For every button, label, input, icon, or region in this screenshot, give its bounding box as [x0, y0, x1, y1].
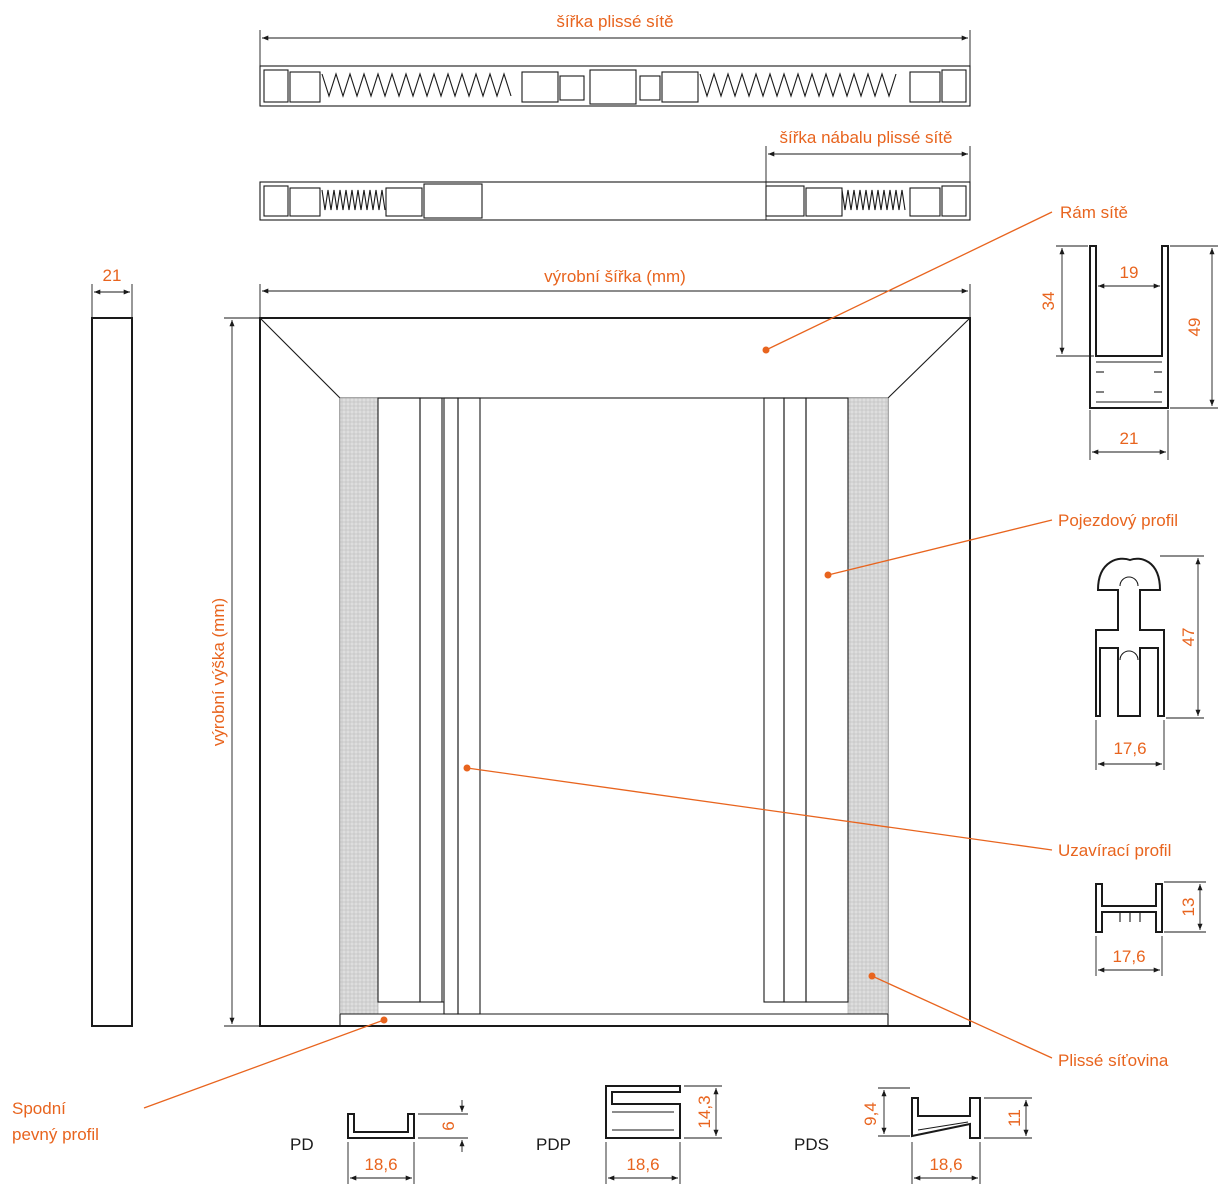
- leader-sitovina: Plissé síťovina: [868, 972, 1169, 1070]
- profile-pds: PDS 18,6 9,4 11: [794, 1087, 1032, 1184]
- side-width-label: 21: [103, 266, 122, 285]
- profile-pd: PD 18,6 6: [290, 1100, 468, 1184]
- ram-inner-dim: 19: [1120, 263, 1139, 282]
- side-view: 21: [91, 266, 133, 1027]
- plisse-stack-dimension: šířka nábalu plissé sítě: [765, 128, 971, 220]
- pds-name: PDS: [794, 1135, 829, 1154]
- ram-height-dim: 49: [1185, 318, 1204, 337]
- profile-pdp: PDP 18,6 14,3: [536, 1085, 722, 1184]
- ram-profile-detail: 19 34 49 21: [1039, 245, 1218, 460]
- ram-width-dim: 21: [1120, 429, 1139, 448]
- plisse-stacked-cross-section: [259, 181, 971, 221]
- uzaviraci-label: Uzavírací profil: [1058, 841, 1171, 860]
- pd-height-dim: 6: [439, 1121, 458, 1130]
- production-height-dimension: výrobní výška (mm): [209, 317, 260, 1027]
- leader-pojezd: Pojezdový profil: [824, 511, 1178, 579]
- pojezdovy-label: Pojezdový profil: [1058, 511, 1178, 530]
- production-height-label: výrobní výška (mm): [209, 598, 228, 746]
- stack-width-label: šířka nábalu plissé sítě: [780, 128, 953, 147]
- ram-depth-dim: 34: [1039, 292, 1058, 311]
- production-width-label: výrobní šířka (mm): [544, 267, 686, 286]
- leader-spodni: Spodní pevný profil: [12, 1016, 388, 1144]
- leader-uzav: Uzavírací profil: [463, 764, 1171, 860]
- pojezd-height-dim: 47: [1179, 628, 1198, 647]
- pdp-width-dim: 18,6: [626, 1155, 659, 1174]
- leader-ram: Rám sítě: [762, 203, 1128, 354]
- mesh-left: [339, 397, 379, 1015]
- pojezd-width-dim: 17,6: [1113, 739, 1146, 758]
- spodni-label-1: Spodní: [12, 1099, 66, 1118]
- plisse-width-dimension: šířka plissé sítě: [259, 12, 971, 66]
- uzav-profile-detail: 13 17,6: [1095, 881, 1206, 976]
- pojezd-profile-detail: 47 17,6: [1095, 555, 1204, 770]
- pd-width-dim: 18,6: [364, 1155, 397, 1174]
- uzav-width-dim: 17,6: [1112, 947, 1145, 966]
- pd-name: PD: [290, 1135, 314, 1154]
- plisse-width-label: šířka plissé sítě: [556, 12, 673, 31]
- spodni-label-2: pevný profil: [12, 1125, 99, 1144]
- pds-height-right-dim: 11: [1005, 1109, 1024, 1127]
- sitovina-label: Plissé síťovina: [1058, 1051, 1169, 1070]
- ram-site-label: Rám sítě: [1060, 203, 1128, 222]
- plisse-open-cross-section: [259, 65, 971, 107]
- mesh-right: [847, 397, 889, 1015]
- pdp-height-dim: 14,3: [695, 1095, 714, 1128]
- pds-height-left-dim: 9,4: [861, 1102, 880, 1126]
- window-frame: [259, 317, 971, 1027]
- uzav-height-dim: 13: [1179, 898, 1198, 917]
- production-width-dimension: výrobní šířka (mm): [259, 267, 971, 318]
- pdp-name: PDP: [536, 1135, 571, 1154]
- pds-width-dim: 18,6: [929, 1155, 962, 1174]
